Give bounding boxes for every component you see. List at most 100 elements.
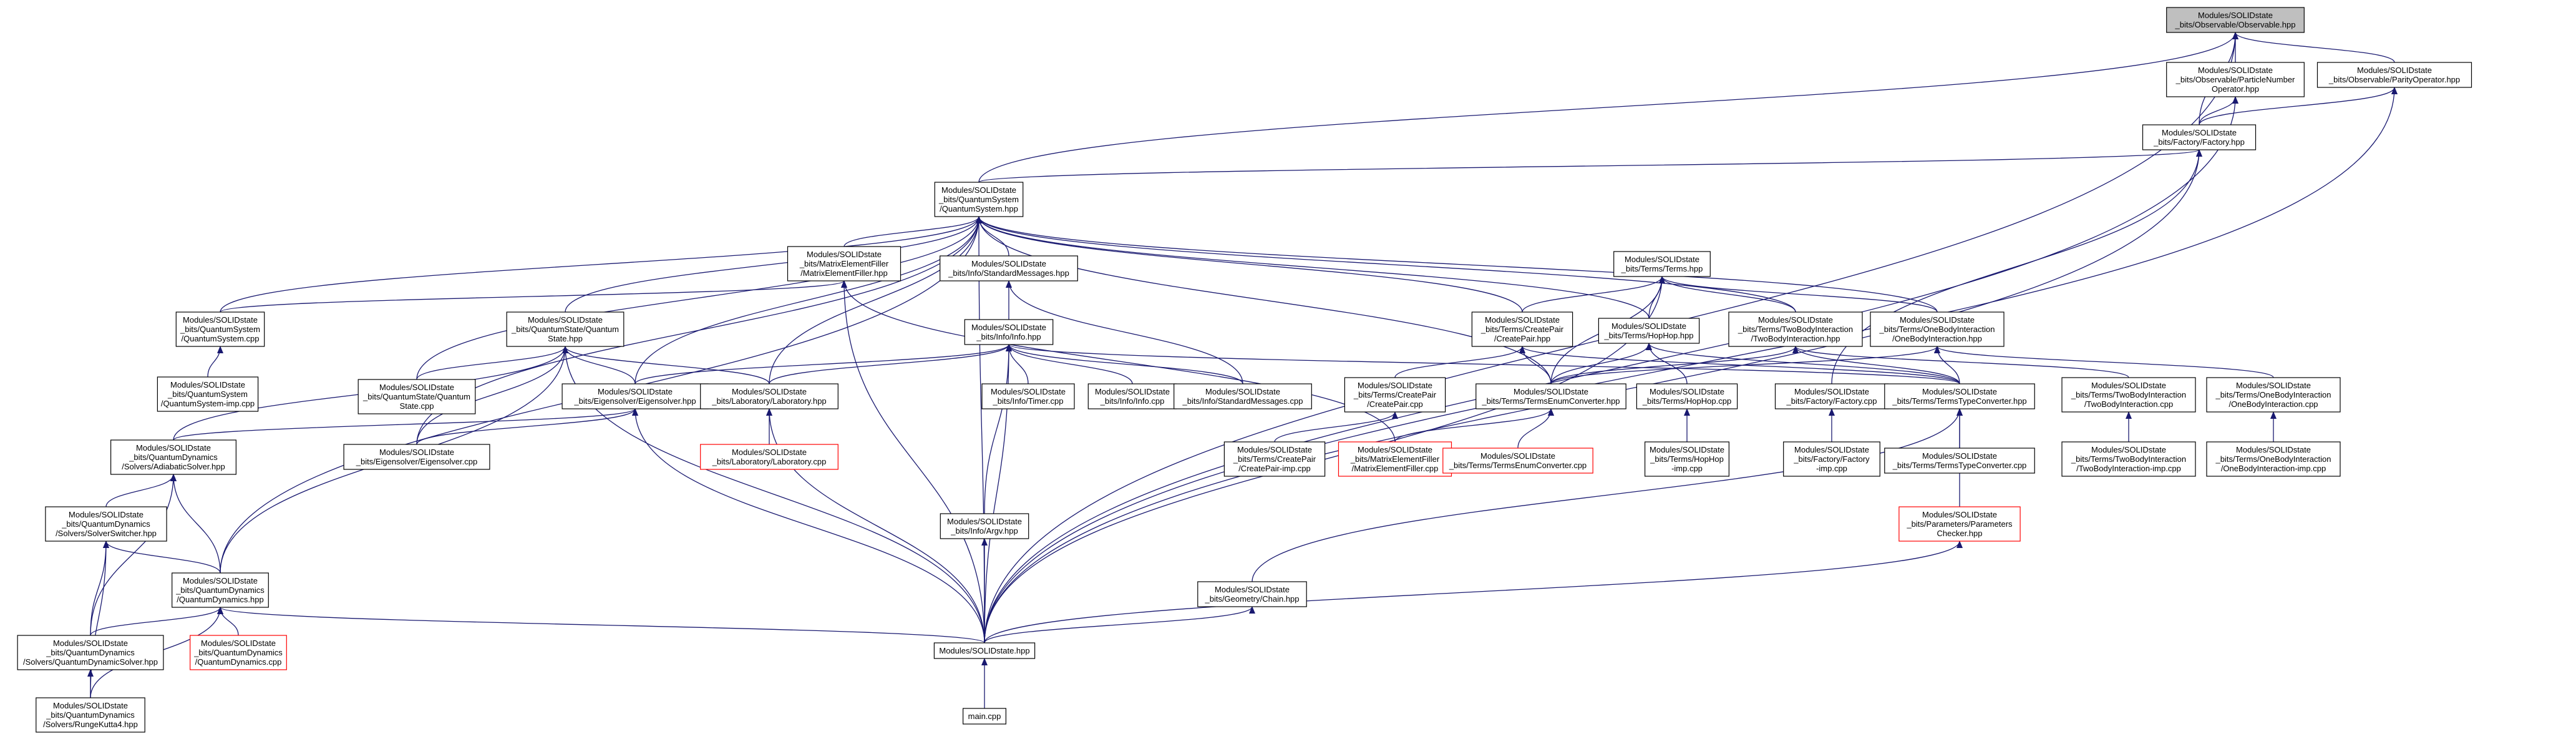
node-label-line: /CreatePair.cpp: [1367, 399, 1423, 409]
graph-node-hophop-cpp[interactable]: Modules/SOLIDstate_bits/Terms/HopHop.cpp: [1636, 383, 1738, 409]
graph-node-twobody-hpp[interactable]: Modules/SOLIDstate_bits/Terms/TwoBodyInt…: [1728, 311, 1863, 347]
graph-node-twobody-imp[interactable]: Modules/SOLIDstate_bits/Terms/TwoBodyInt…: [2061, 441, 2196, 477]
node-label-line: _bits/Terms/CreatePair: [1353, 390, 1437, 399]
graph-node-typeconv-cpp[interactable]: Modules/SOLIDstate_bits/Terms/TermsTypeC…: [1884, 448, 2035, 474]
node-box: [1645, 441, 1730, 477]
node-label-line: Modules/SOLIDstate: [2091, 381, 2166, 390]
node-label-line: Modules/SOLIDstate: [1358, 445, 1432, 454]
node-label-line: Modules/SOLIDstate: [69, 510, 143, 519]
graph-node-createpair-hpp[interactable]: Modules/SOLIDstate_bits/Terms/CreatePair…: [1471, 311, 1573, 347]
node-box: [1783, 441, 1880, 477]
node-label-line: _bits/Factory/Factory.hpp: [2153, 137, 2245, 147]
node-box: [1898, 506, 2021, 542]
graph-node-onebody-imp[interactable]: Modules/SOLIDstate_bits/Terms/OneBodyInt…: [2206, 441, 2341, 477]
graph-node-stdmsg-cpp[interactable]: Modules/SOLIDstate_bits/Info/StandardMes…: [1174, 383, 1312, 409]
node-box: [934, 182, 1024, 217]
node-label-line: _bits/Terms/TermsEnumConverter.hpp: [1481, 396, 1620, 406]
edge-typeconv-hpp-to-onebody-hpp: [1934, 346, 1960, 384]
node-label-line: Modules/SOLIDstate: [1625, 255, 1699, 264]
graph-node-createpair-imp[interactable]: Modules/SOLIDstate_bits/Terms/CreatePair…: [1223, 441, 1326, 477]
node-label-line: Modules/SOLIDstate: [2162, 128, 2237, 137]
edge-typeconv-hpp-to-info-hpp: [1006, 344, 1960, 384]
graph-node-quantumsystem[interactable]: Modules/SOLIDstate_bits/QuantumSystem/Qu…: [934, 182, 1024, 217]
graph-node-info-cpp[interactable]: Modules/SOLIDstate_bits/Info/Info.cpp: [1087, 383, 1177, 409]
edge-onebody-hpp-to-terms: [1659, 276, 1938, 313]
graph-node-chain[interactable]: Modules/SOLIDstate_bits/Geometry/Chain.h…: [1197, 581, 1307, 607]
graph-node-main[interactable]: main.cpp: [962, 708, 1006, 725]
graph-node-qstate[interactable]: Modules/SOLIDstate_bits/QuantumState/Qua…: [506, 311, 625, 347]
graph-node-eigen-hpp[interactable]: Modules/SOLIDstate_bits/Eigensolver/Eige…: [561, 383, 709, 409]
graph-node-argv[interactable]: Modules/SOLIDstate_bits/Info/Argv.hpp: [940, 513, 1029, 539]
graph-node-stdmsg-hpp[interactable]: Modules/SOLIDstate_bits/Info/StandardMes…: [940, 255, 1078, 281]
graph-node-qs-cpp[interactable]: Modules/SOLIDstate_bits/QuantumSystem/Qu…: [175, 311, 265, 347]
node-box: [343, 444, 490, 470]
node-label-line: Modules/SOLIDstate: [1922, 510, 1997, 519]
graph-node-lab-hpp[interactable]: Modules/SOLIDstate_bits/Laboratory/Labor…: [700, 383, 838, 409]
graph-node-lab-cpp[interactable]: Modules/SOLIDstate_bits/Laboratory/Labor…: [700, 444, 838, 470]
graph-node-qdsolver[interactable]: Modules/SOLIDstate_bits/QuantumDynamics/…: [17, 635, 164, 670]
node-label-line: /OneBodyInteraction.cpp: [2228, 399, 2318, 409]
node-label-line: -imp.cpp: [1671, 464, 1703, 473]
node-label-line: /MatrixElementFiller.hpp: [800, 268, 887, 278]
node-label-line: _bits/QuantumDynamics: [175, 585, 265, 595]
node-box: [36, 697, 145, 733]
node-box: [1870, 311, 2005, 347]
node-label-line: /MatrixElementFiller.cpp: [1352, 464, 1439, 473]
graph-node-adiabatic[interactable]: Modules/SOLIDstate_bits/QuantumDynamics/…: [110, 439, 237, 475]
graph-node-terms[interactable]: Modules/SOLIDstate_bits/Terms/Terms.hpp: [1613, 251, 1711, 277]
graph-node-switcher[interactable]: Modules/SOLIDstate_bits/QuantumDynamics/…: [45, 506, 167, 542]
graph-node-enumconv-cpp[interactable]: Modules/SOLIDstate_bits/Terms/TermsEnumC…: [1442, 448, 1593, 474]
graph-node-qstate-cpp[interactable]: Modules/SOLIDstate_bits/QuantumState/Qua…: [357, 379, 476, 414]
graph-node-qdyn-hpp[interactable]: Modules/SOLIDstate_bits/QuantumDynamics/…: [172, 572, 269, 608]
graph-node-factory-cpp[interactable]: Modules/SOLIDstate_bits/Factory/Factory.…: [1774, 383, 1889, 409]
graph-node-rk4[interactable]: Modules/SOLIDstate_bits/QuantumDynamics/…: [36, 697, 145, 733]
node-label-line: Modules/SOLIDstate: [379, 383, 454, 392]
graph-node-typeconv-hpp[interactable]: Modules/SOLIDstate_bits/Terms/TermsTypeC…: [1884, 383, 2035, 409]
graph-node-factory-imp[interactable]: Modules/SOLIDstate_bits/Factory/Factory-…: [1783, 441, 1880, 477]
edge-qstate-cpp-to-qstate: [416, 346, 568, 380]
graph-node-mef-hpp[interactable]: Modules/SOLIDstate_bits/MatrixElementFil…: [787, 246, 902, 281]
node-box: [1613, 251, 1711, 277]
edge-createpair-hpp-to-quantumsystem: [976, 216, 1523, 313]
graph-node-factory-hpp[interactable]: Modules/SOLIDstate_bits/Factory/Factory.…: [2142, 124, 2257, 150]
node-label-line: Modules/SOLIDstate: [1485, 315, 1560, 325]
node-box: [1728, 311, 1863, 347]
graph-node-timer-cpp[interactable]: Modules/SOLIDstate_bits/Info/Timer.cpp: [981, 383, 1075, 409]
edge-qdsolver-to-adiabatic: [90, 474, 177, 636]
graph-node-createpair-cpp[interactable]: Modules/SOLIDstate_bits/Terms/CreatePair…: [1344, 377, 1446, 413]
graph-node-observable[interactable]: Modules/SOLIDstate_bits/Observable/Obser…: [2166, 7, 2305, 33]
edge-twobody-hpp-to-quantumsystem: [976, 216, 1796, 313]
edge-qs-cpp-to-mef-hpp: [220, 280, 847, 313]
graph-node-mef-cpp[interactable]: Modules/SOLIDstate_bits/MatrixElementFil…: [1338, 441, 1452, 477]
edge-enumconv-cpp-to-enumconv-hpp: [1517, 408, 1554, 449]
node-box: [172, 572, 269, 608]
graph-node-hophop-hpp[interactable]: Modules/SOLIDstate_bits/Terms/HopHop.hpp: [1598, 318, 1700, 344]
edge-hophop-hpp-to-quantumsystem: [976, 216, 1650, 319]
node-label-line: /QuantumSystem.hpp: [940, 204, 1018, 213]
node-label-line: /Solvers/RungeKutta4.hpp: [43, 720, 138, 729]
node-label-line: Modules/SOLIDstate: [1215, 585, 1290, 594]
graph-node-eigen-cpp[interactable]: Modules/SOLIDstate_bits/Eigensolver/Eige…: [343, 444, 490, 470]
node-label-line: _bits/QuantumDynamics: [46, 710, 135, 720]
graph-node-parity[interactable]: Modules/SOLIDstate_bits/Observable/Parit…: [2316, 62, 2472, 88]
graph-node-params[interactable]: Modules/SOLIDstate_bits/Parameters/Param…: [1898, 506, 2021, 542]
edge-solidstate-to-parity: [984, 87, 2398, 644]
graph-node-qs-imp[interactable]: Modules/SOLIDstate_bits/QuantumSystem/Qu…: [157, 376, 259, 412]
node-label-line: Modules/SOLIDstate: [201, 639, 276, 648]
graph-node-qdyn-cpp[interactable]: Modules/SOLIDstate_bits/QuantumDynamics/…: [190, 635, 287, 670]
graph-node-onebody-hpp[interactable]: Modules/SOLIDstate_bits/Terms/OneBodyInt…: [1870, 311, 2005, 347]
node-label-line: _bits/Parameters/Parameters: [1906, 519, 2013, 529]
graph-node-hophop-imp[interactable]: Modules/SOLIDstate_bits/Terms/HopHop-imp…: [1645, 441, 1730, 477]
node-label-line: _bits/QuantumDynamics: [129, 453, 218, 462]
graph-node-twobody-cpp[interactable]: Modules/SOLIDstate_bits/Terms/TwoBodyInt…: [2061, 377, 2196, 413]
node-box: [357, 379, 476, 414]
graph-node-onebody-cpp[interactable]: Modules/SOLIDstate_bits/Terms/OneBodyInt…: [2206, 377, 2341, 413]
node-label-line: _bits/Factory/Factory: [1793, 454, 1870, 464]
node-label-line: _bits/Info/Info.hpp: [976, 332, 1041, 341]
graph-node-particle[interactable]: Modules/SOLIDstate_bits/Observable/Parti…: [2166, 62, 2305, 97]
edge-qdsolver-to-switcher: [90, 541, 109, 636]
graph-node-solidstate[interactable]: Modules/SOLIDstate.hpp: [933, 642, 1036, 659]
graph-node-enumconv-hpp[interactable]: Modules/SOLIDstate_bits/Terms/TermsEnumC…: [1475, 383, 1626, 409]
graph-node-info-hpp[interactable]: Modules/SOLIDstate_bits/Info/Info.hpp: [964, 319, 1054, 345]
node-label-line: _bits/Terms/HopHop: [1650, 454, 1724, 464]
